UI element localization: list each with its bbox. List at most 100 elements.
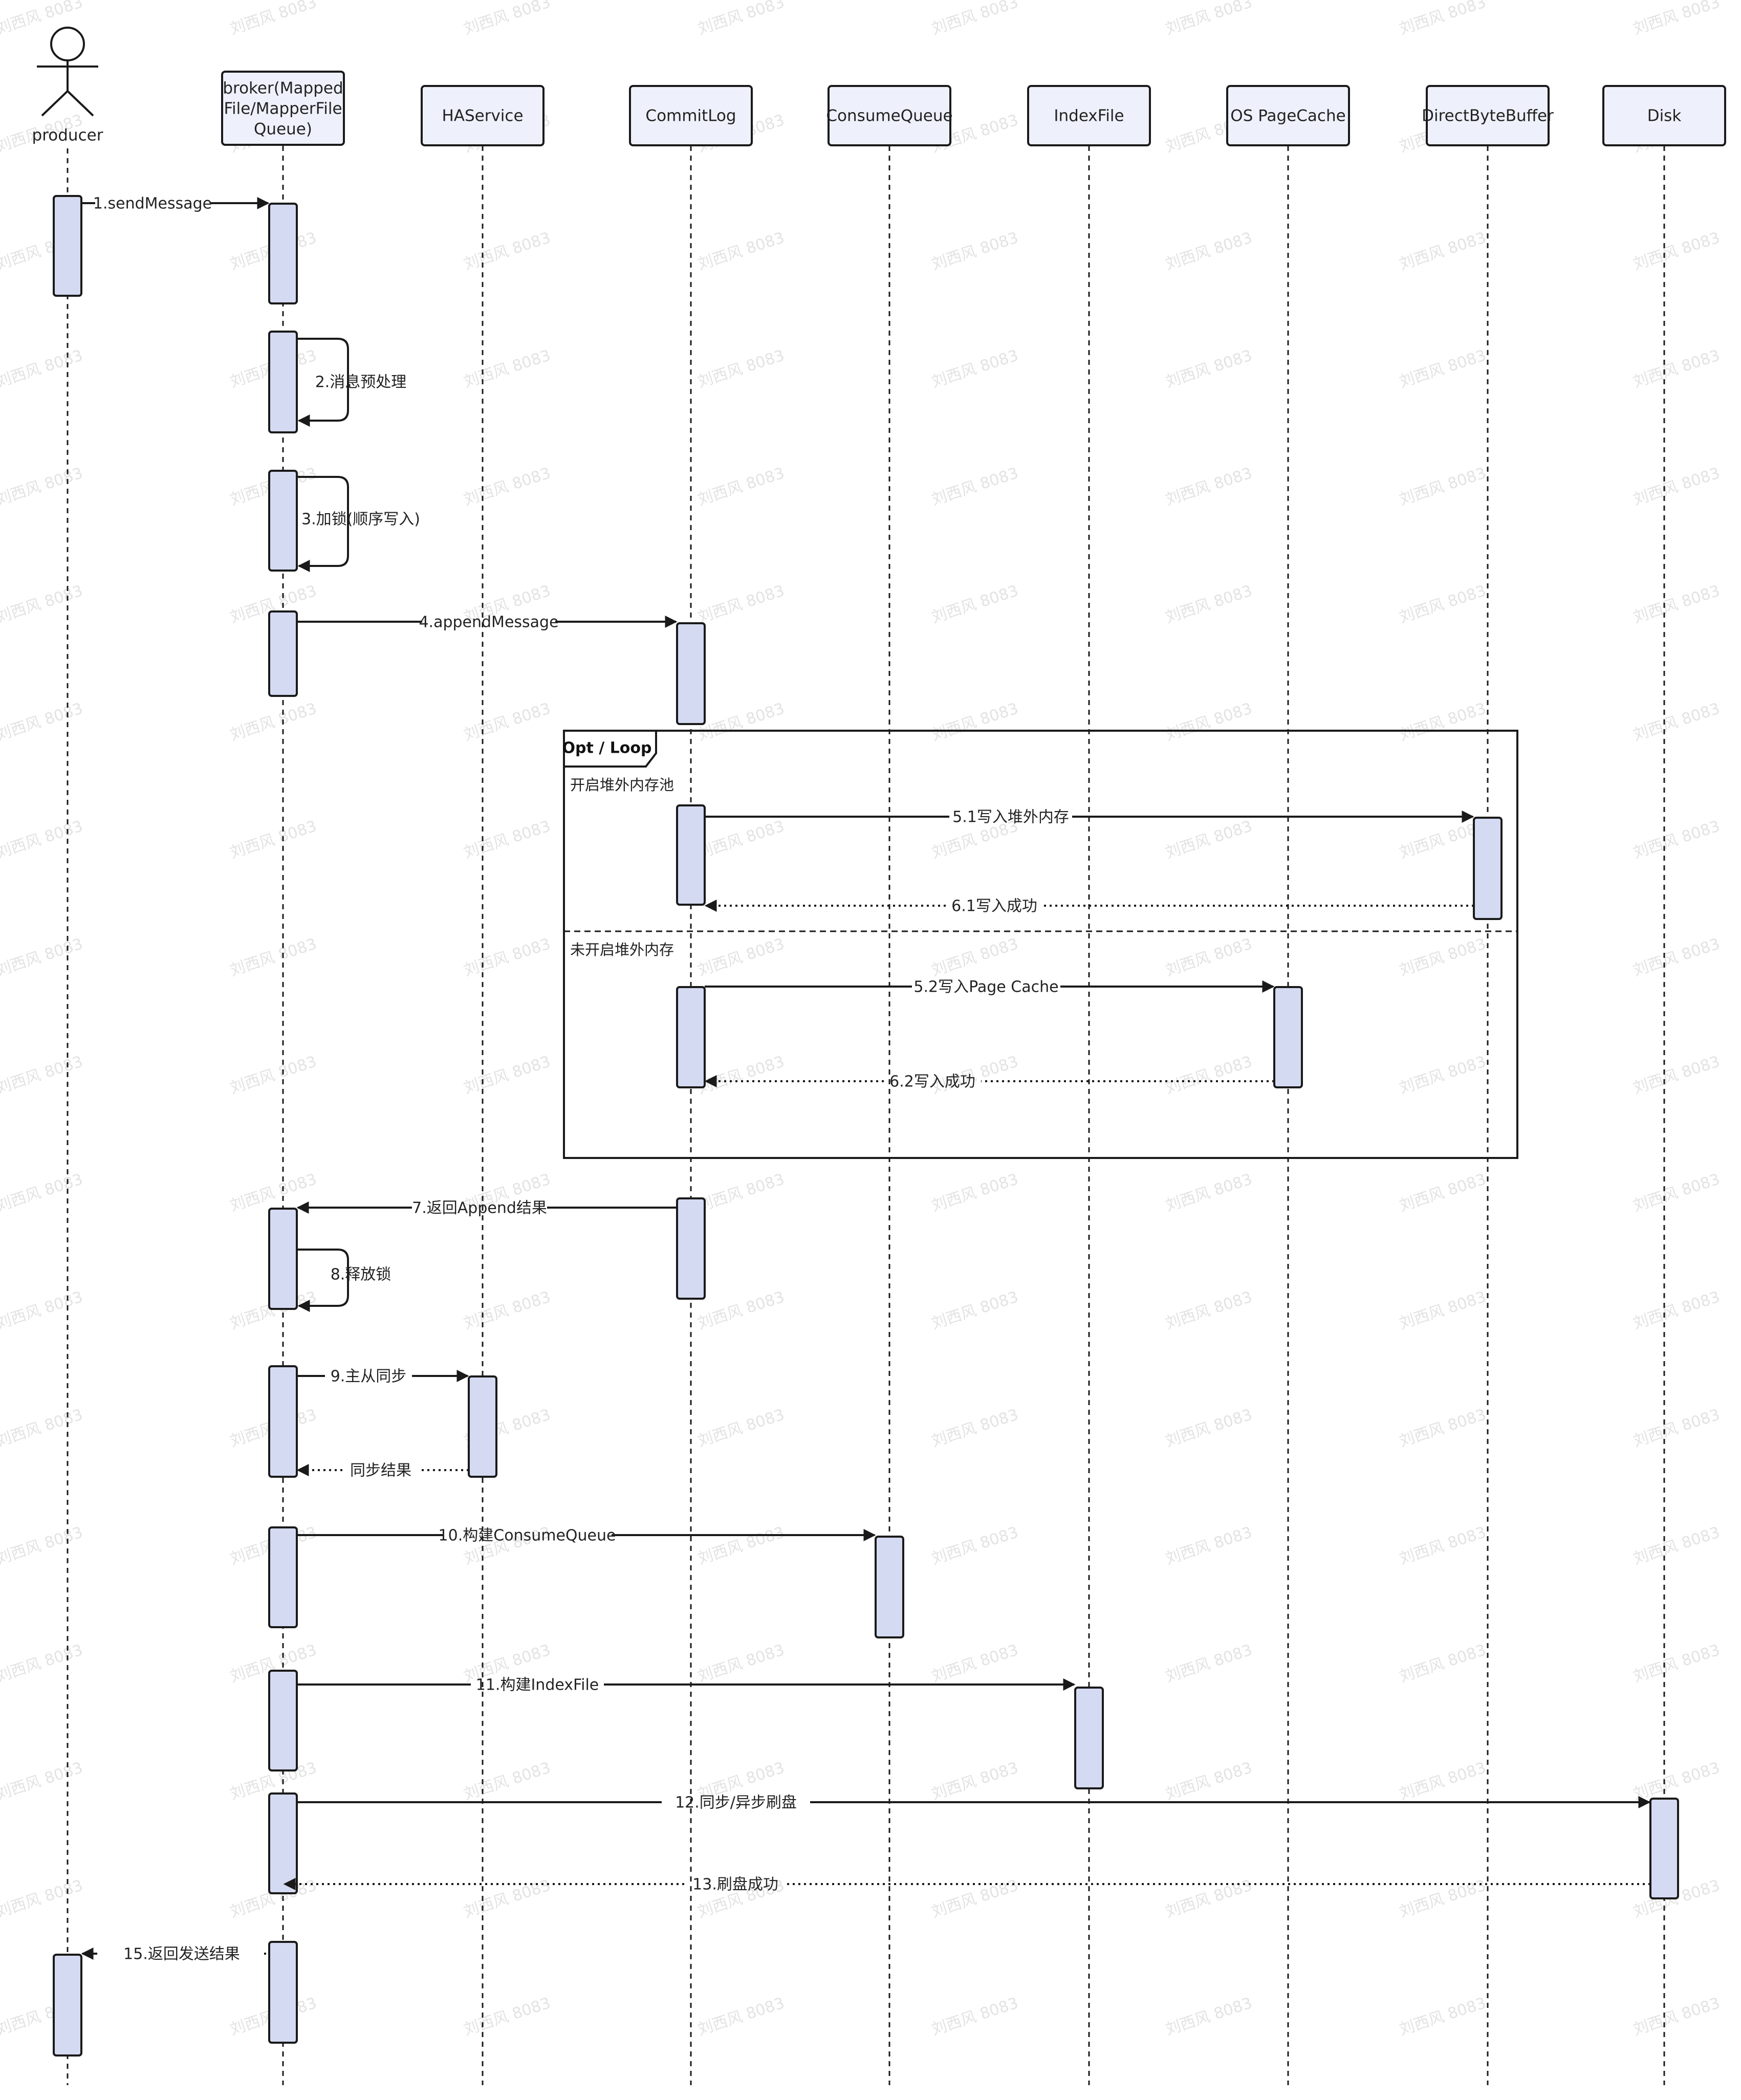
message-label: 15.返回发送结果 [123, 1945, 240, 1963]
watermark-text: 刘西风 8083 [695, 699, 787, 745]
activation-broker [268, 470, 298, 572]
participant-box [828, 85, 951, 146]
activation-consumequeue [875, 1536, 904, 1638]
participant-pagecache: OS PageCache [1226, 85, 1350, 146]
watermark-text: 刘西风 8083 [1163, 1641, 1254, 1686]
watermark-text: 刘西风 8083 [0, 1406, 85, 1451]
watermark-text: 刘西风 8083 [1631, 1053, 1722, 1098]
watermark-text: 刘西风 8083 [929, 1406, 1020, 1451]
watermark-text: 刘西风 8083 [0, 464, 85, 509]
message-13: 10.构建ConsumeQueue [297, 1527, 876, 1545]
watermark-layer: 刘西风 8083 刘西风 8083 刘西风 8083 刘西风 8083 刘西风 8083… [0, 0, 1722, 2039]
watermark-text: 刘西风 8083 [695, 0, 787, 38]
watermark-text: 刘西风 8083 [228, 1053, 319, 1098]
watermark-text: 刘西风 8083 [1397, 1641, 1488, 1686]
watermark-text: 刘西风 8083 [1163, 1759, 1254, 1804]
watermark-text: 刘西风 8083 [929, 1288, 1020, 1333]
message-label: 2.消息预处理 [315, 374, 407, 391]
watermark-text: 刘西风 8083 [462, 464, 553, 509]
watermark-text: 刘西风 8083 [695, 1523, 787, 1568]
watermark-text: 刘西风 8083 [1397, 699, 1488, 745]
participant-box [1226, 85, 1350, 146]
message-9: 7.返回Append结果 [296, 1199, 677, 1217]
watermark-text: 刘西风 8083 [929, 1641, 1020, 1686]
watermark-text: 刘西风 8083 [462, 699, 553, 745]
activation-broker [268, 203, 298, 304]
activation-broker [268, 1670, 298, 1771]
watermark-text: 刘西风 8083 [929, 464, 1020, 509]
message-15: 12.同步/异步刷盘 [297, 1794, 1651, 1812]
watermark-text: 刘西风 8083 [1163, 582, 1254, 627]
message-label: 13.刷盘成功 [692, 1876, 778, 1894]
watermark-text: 刘西风 8083 [0, 1053, 85, 1098]
message-label: 11.构建IndexFile [476, 1676, 599, 1694]
watermark-text: 刘西风 8083 [1631, 464, 1722, 509]
watermark-text: 刘西风 8083 [228, 699, 319, 745]
watermark-text: 刘西风 8083 [1397, 1288, 1488, 1333]
participant-box [221, 71, 345, 146]
message-16: 13.刷盘成功 [283, 1876, 1650, 1894]
watermark-text: 刘西风 8083 [1163, 1406, 1254, 1451]
message-label: 5.1写入堆外内存 [952, 808, 1069, 826]
watermark-text: 刘西风 8083 [695, 1053, 787, 1098]
activation-producer [53, 195, 82, 297]
watermark-text: 刘西风 8083 [228, 935, 319, 980]
watermark-text: 刘西风 8083 [1163, 1053, 1254, 1098]
activation-broker [268, 1526, 298, 1628]
activation-broker [268, 331, 298, 433]
message-label: 同步结果 [350, 1462, 411, 1480]
watermark-text: 刘西风 8083 [1163, 229, 1254, 274]
activation-indexfile [1074, 1687, 1104, 1789]
participant-box [1027, 85, 1151, 146]
watermark-text: 刘西风 8083 [1631, 1523, 1722, 1568]
watermark-text: 刘西风 8083 [695, 464, 787, 509]
message-10: 8.释放锁 [297, 1249, 391, 1312]
participant-indexfile: IndexFile [1027, 85, 1151, 146]
participant-directbytebuffer: DirectByteBuffer [1422, 85, 1554, 146]
watermark-text: 刘西风 8083 [1397, 229, 1488, 274]
participant-haservice: HAService [421, 85, 545, 146]
watermark-text: 刘西风 8083 [1397, 346, 1488, 391]
watermark-text: 刘西风 8083 [1163, 1523, 1254, 1568]
watermark-text: 刘西风 8083 [462, 1288, 553, 1333]
participant-label: CommitLog [645, 107, 736, 125]
activation-broker [268, 610, 298, 697]
message-label: 8.释放锁 [331, 1266, 391, 1284]
message-label: 7.返回Append结果 [412, 1199, 547, 1217]
watermark-text: 刘西风 8083 [1163, 1170, 1254, 1215]
watermark-text: 刘西风 8083 [929, 0, 1020, 38]
frame-label: Opt / Loop [562, 739, 652, 757]
watermark-text: 刘西风 8083 [1631, 699, 1722, 745]
activation-haservice [468, 1375, 497, 1478]
watermark-text: 刘西风 8083 [695, 1288, 787, 1333]
message-line [297, 476, 349, 572]
message-11: 9.主从同步 [297, 1368, 469, 1386]
watermark-text: 刘西风 8083 [1397, 935, 1488, 980]
watermark-text: 刘西风 8083 [228, 0, 319, 38]
message-2: 2.消息预处理 [297, 338, 407, 427]
activation-commitlog [676, 986, 706, 1088]
watermark-text: 刘西风 8083 [1163, 817, 1254, 862]
watermark-text: 刘西风 8083 [929, 346, 1020, 391]
watermark-text: 刘西风 8083 [1397, 0, 1488, 38]
participant-box [1426, 85, 1550, 146]
participant-label-line: Queue) [254, 120, 312, 139]
participant-box [629, 85, 753, 146]
watermark-text: 刘西风 8083 [0, 1641, 85, 1686]
message-12: 同步结果 [296, 1462, 469, 1480]
participant-label: HAService [442, 107, 523, 125]
message-4: 4.appendMessage [297, 614, 678, 631]
watermark-text: 刘西风 8083 [695, 1406, 787, 1451]
participant-headers: producerbroker(MappedFile/MapperFileQueu… [32, 27, 1726, 146]
watermark-text: 刘西风 8083 [0, 1170, 85, 1215]
message-14: 11.构建IndexFile [297, 1676, 1076, 1694]
activation-directbytebuffer [1473, 817, 1503, 920]
message-3: 3.加锁(顺序写入) [297, 476, 420, 572]
watermark-text: 刘西风 8083 [0, 582, 85, 627]
watermark-text: 刘西风 8083 [462, 935, 553, 980]
watermark-text: 刘西风 8083 [1631, 229, 1722, 274]
message-17: 15.返回发送结果 [81, 1945, 266, 1963]
activation-broker [268, 1365, 298, 1478]
watermark-text: 刘西风 8083 [1631, 935, 1722, 980]
